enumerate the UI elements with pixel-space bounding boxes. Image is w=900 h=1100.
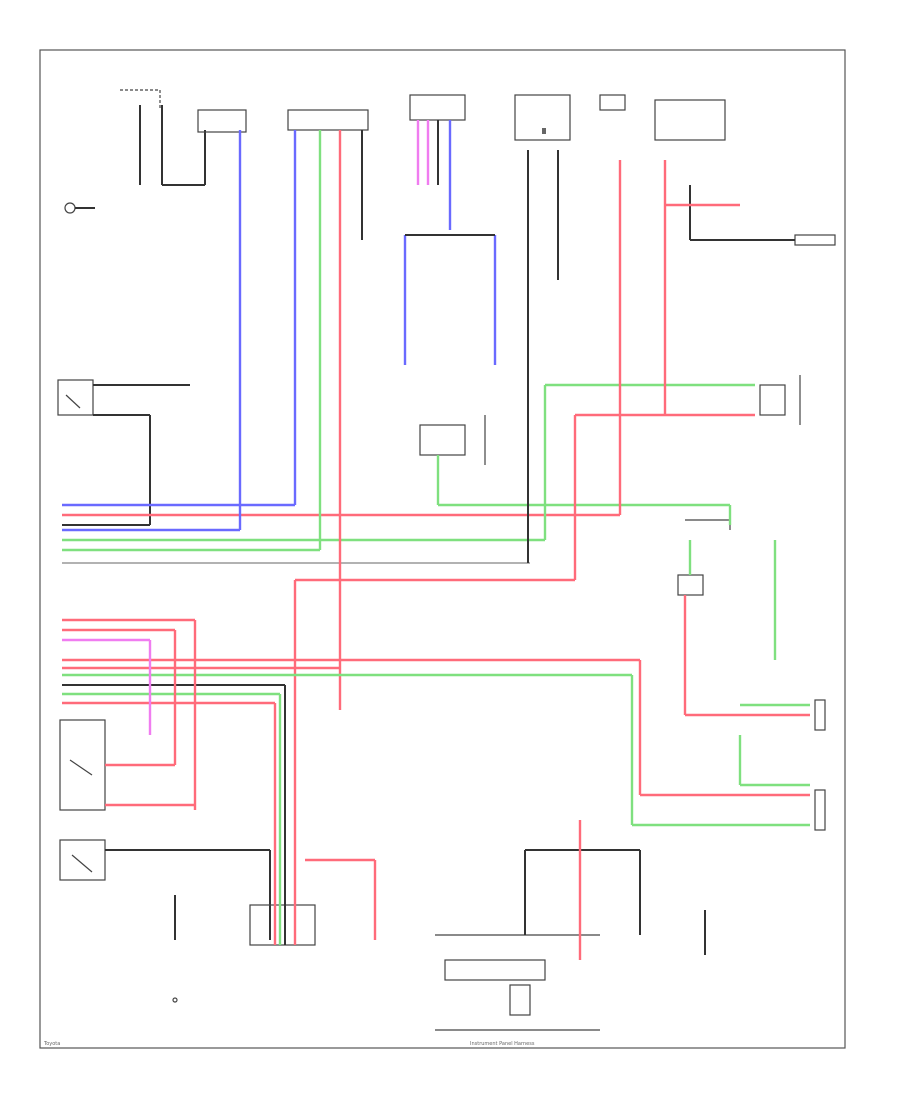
footer-left-label: Toyota <box>43 1041 60 1047</box>
wire-bundle-upper <box>62 120 755 945</box>
wire-bundle-lower <box>62 540 810 945</box>
top-components <box>64 89 836 246</box>
footer-center-label: Instrument Panel Harness <box>470 1041 535 1047</box>
bottom-components <box>59 820 706 1031</box>
diagram-frame <box>39 49 846 1049</box>
middle-components <box>57 375 826 831</box>
